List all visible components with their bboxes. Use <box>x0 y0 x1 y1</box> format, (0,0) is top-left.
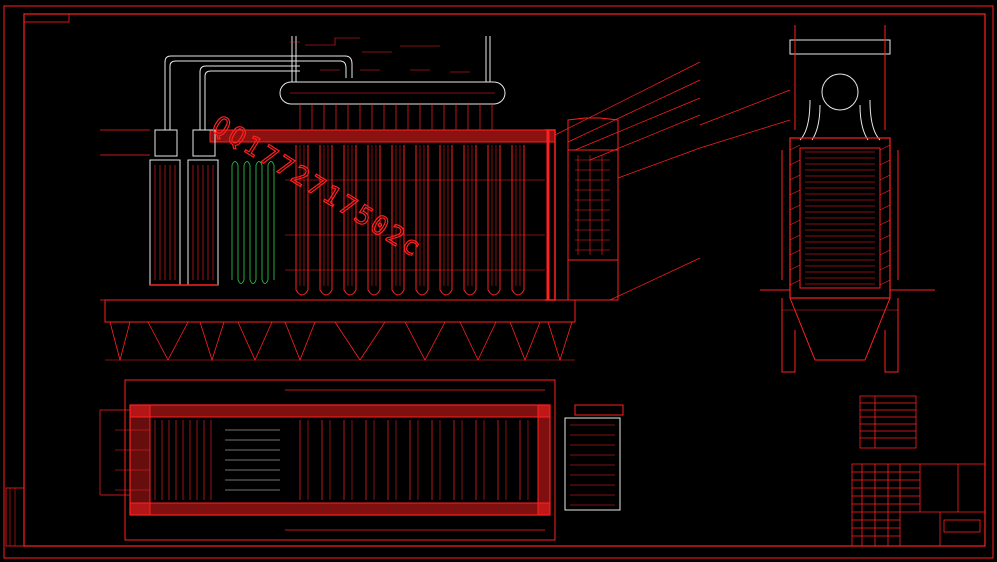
air-preheater-block <box>567 117 619 301</box>
furnace-casing <box>789 137 891 299</box>
superheater-modules-left <box>149 129 219 286</box>
title-block <box>851 463 986 547</box>
drum-risers <box>299 104 493 130</box>
economizer-section <box>231 161 275 284</box>
plan-view <box>99 379 624 541</box>
top-piping <box>164 55 353 130</box>
steam-drum <box>279 36 506 105</box>
plan-air-heater <box>564 417 621 511</box>
hairpin-tube-bank <box>295 145 525 296</box>
sheet-frame <box>3 5 994 559</box>
side-drum <box>821 73 859 111</box>
side-elevation-view <box>699 25 935 373</box>
base-hoppers <box>104 299 576 362</box>
parts-list-table <box>859 395 917 449</box>
front-elevation-view <box>100 36 701 362</box>
